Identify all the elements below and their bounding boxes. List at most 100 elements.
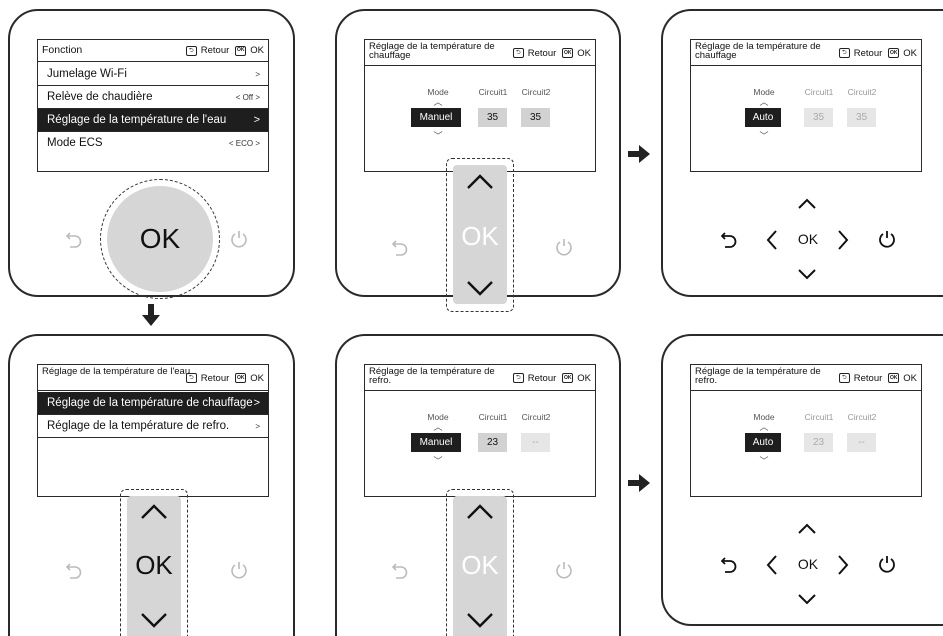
- chevron-down-icon: ﹀: [759, 131, 769, 141]
- nav-highlight-box: [446, 489, 514, 636]
- menu-item-heating-temp[interactable]: Réglage de la température de chauffage >: [38, 392, 268, 415]
- mode-column-label: Mode: [427, 87, 449, 97]
- chevron-up-icon[interactable]: [466, 172, 494, 190]
- mode-value[interactable]: Auto: [745, 108, 781, 127]
- controller-panel-cooling-manual: Réglage de la température de refro. ⮌ Re…: [335, 334, 621, 636]
- back-icon: [721, 557, 737, 573]
- back-button[interactable]: [63, 229, 85, 251]
- back-icon: ⮌: [838, 48, 850, 58]
- chevron-down-icon: ﹀: [433, 456, 443, 466]
- menu-item-wifi[interactable]: Jumelage Wi-Fi >: [38, 63, 268, 86]
- menu-item-boiler[interactable]: Relève de chaudière < Off >: [38, 86, 268, 109]
- circuit2-value: --: [847, 433, 876, 452]
- menu-item-label: Jumelage Wi-Fi: [47, 68, 127, 80]
- circuit1-column-label: Circuit1: [478, 87, 508, 97]
- ok-button[interactable]: OK: [793, 229, 823, 249]
- chevron-right-icon[interactable]: [837, 230, 849, 250]
- ok-button[interactable]: OK: [107, 186, 213, 292]
- chevron-up-icon: ︿: [433, 422, 443, 432]
- lcd-screen: Réglage de la température de refro. ⮌ Re…: [364, 364, 596, 497]
- ok-button[interactable]: OK: [453, 218, 507, 254]
- screen-header: Réglage de la température de refro. ⮌ Re…: [691, 365, 921, 391]
- ok-button-label: OK: [461, 220, 499, 251]
- back-button[interactable]: [389, 560, 411, 582]
- power-button[interactable]: [876, 228, 898, 250]
- circuit1-value[interactable]: 35: [478, 108, 507, 127]
- mode-value[interactable]: Auto: [745, 433, 781, 452]
- chevron-down-icon: ﹀: [759, 456, 769, 466]
- ok-button[interactable]: OK: [793, 554, 823, 574]
- screen-header: Réglage de la température de chauffage ⮌…: [365, 40, 595, 66]
- back-button[interactable]: [63, 560, 85, 582]
- menu-item-value: >: [255, 422, 260, 431]
- nav-strip: [453, 165, 507, 304]
- screen-header: Réglage de la température de l'eau ⮌ Ret…: [38, 365, 268, 391]
- power-icon: [879, 556, 895, 573]
- power-button[interactable]: [876, 553, 898, 575]
- ok-label: OK: [903, 372, 917, 384]
- back-icon: ⮌: [185, 45, 197, 56]
- controller-panel-function: Fonction ⮌ Retour OK OK Jumelage Wi-Fi >…: [8, 9, 295, 299]
- menu-item-water-temp[interactable]: Réglage de la température de l'eau >: [38, 109, 268, 132]
- chevron-down-icon[interactable]: [140, 612, 168, 630]
- chevron-left-icon[interactable]: [766, 555, 778, 575]
- power-icon: [556, 562, 572, 579]
- menu-item-cooling-temp[interactable]: Réglage de la température de refro. >: [38, 415, 268, 438]
- ok-icon: OK: [235, 45, 247, 56]
- chevron-down-icon[interactable]: [466, 612, 494, 630]
- lcd-screen: Réglage de la température de chauffage ⮌…: [690, 39, 922, 172]
- chevron-right-icon[interactable]: [837, 555, 849, 575]
- power-button[interactable]: [228, 228, 250, 250]
- ok-icon: OK: [888, 48, 900, 58]
- circuit1-column-label: Circuit1: [804, 87, 834, 97]
- back-button[interactable]: [718, 229, 740, 251]
- mode-value[interactable]: Manuel: [411, 433, 461, 452]
- chevron-left-icon[interactable]: [766, 230, 778, 250]
- chevron-up-icon: ︿: [759, 97, 769, 107]
- back-button[interactable]: [718, 554, 740, 576]
- chevron-up-icon[interactable]: [466, 502, 494, 520]
- back-icon: ⮌: [512, 48, 524, 58]
- chevron-up-icon[interactable]: [798, 197, 816, 209]
- menu-item-label: Mode ECS: [47, 137, 103, 149]
- header-actions: ⮌ Retour OK OK: [838, 372, 917, 384]
- chevron-up-icon[interactable]: [798, 522, 816, 534]
- back-icon: ⮌: [838, 373, 850, 383]
- back-button[interactable]: [389, 237, 411, 259]
- ok-icon: OK: [235, 373, 247, 383]
- circuit2-value[interactable]: 35: [521, 108, 550, 127]
- screen-header: Fonction ⮌ Retour OK OK: [38, 40, 268, 62]
- menu-item-label: Réglage de la température de chauffage: [47, 397, 253, 409]
- ok-icon: OK: [888, 373, 900, 383]
- chevron-up-icon[interactable]: [140, 502, 168, 520]
- chevron-down-icon[interactable]: [798, 594, 816, 606]
- ok-button[interactable]: OK: [127, 547, 181, 583]
- power-button[interactable]: [553, 236, 575, 258]
- back-label: Retour: [853, 372, 883, 384]
- menu-item-label: Réglage de la température de refro.: [47, 420, 230, 432]
- circuit2-value: 35: [847, 108, 876, 127]
- power-button[interactable]: [228, 559, 250, 581]
- back-icon: [66, 563, 82, 579]
- screen-title: Réglage de la température de chauffage: [369, 41, 495, 61]
- chevron-down-icon[interactable]: [466, 280, 494, 298]
- lcd-screen: Réglage de la température de l'eau ⮌ Ret…: [37, 364, 269, 497]
- screen-title: Réglage de la température de refro.: [695, 366, 821, 386]
- circuit1-value: 35: [804, 108, 833, 127]
- circuit1-value[interactable]: 23: [478, 433, 507, 452]
- power-button[interactable]: [553, 559, 575, 581]
- header-actions: ⮌ Retour OK OK: [185, 372, 264, 384]
- ok-button[interactable]: OK: [453, 547, 507, 583]
- menu-item-label: Réglage de la température de l'eau: [47, 114, 227, 126]
- ok-button-label: OK: [139, 223, 181, 254]
- chevron-down-icon: ﹀: [433, 131, 443, 141]
- back-label: Retour: [527, 372, 557, 384]
- header-actions: ⮌ Retour OK OK: [185, 45, 264, 56]
- mode-value[interactable]: Manuel: [411, 108, 461, 127]
- chevron-down-icon[interactable]: [798, 269, 816, 281]
- lcd-screen: Réglage de la température de refro. ⮌ Re…: [690, 364, 922, 497]
- lcd-screen: Réglage de la température de chauffage ⮌…: [364, 39, 596, 172]
- circuit2-column-label: Circuit2: [847, 87, 877, 97]
- menu-item-ecs[interactable]: Mode ECS < ECO >: [38, 132, 268, 155]
- back-label: Retour: [200, 372, 230, 384]
